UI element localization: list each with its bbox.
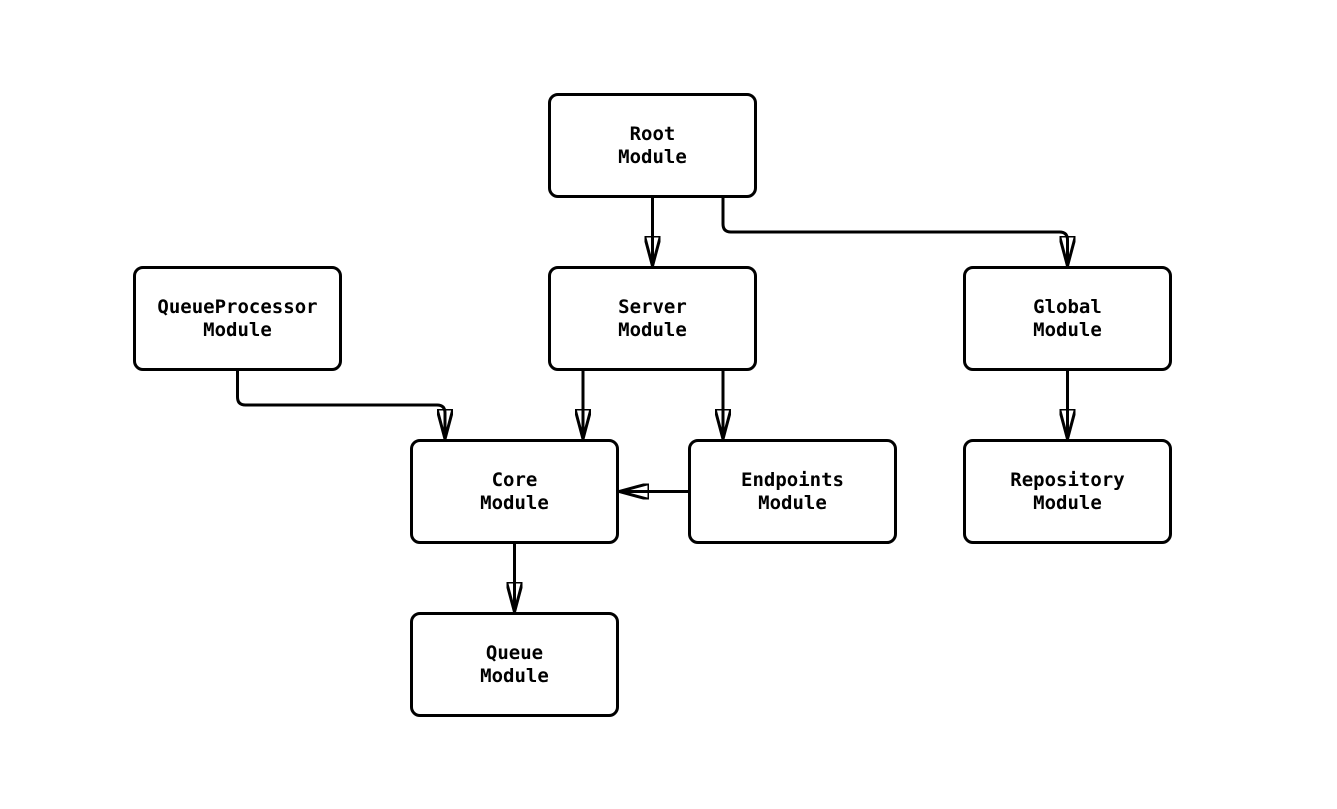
node-queue-module: Queue Module: [410, 612, 619, 717]
node-endpoints-module-label-line1: Endpoints: [741, 468, 844, 491]
node-queue-module-label-line1: Queue: [485, 641, 544, 664]
node-server-module: Server Module: [548, 266, 757, 371]
node-repository-module: Repository Module: [963, 439, 1172, 544]
node-server-module-label-line2: Module: [618, 318, 687, 341]
node-root-module: Root Module: [548, 93, 757, 198]
edge-queueprocessor-to-core: [236, 371, 446, 437]
node-repository-module-label-line1: Repository: [1010, 468, 1125, 491]
node-queue-module-label-line2: Module: [480, 664, 549, 687]
node-global-module-label-line2: Module: [1033, 318, 1102, 341]
node-global-module-label-line1: Global: [1033, 295, 1102, 318]
node-queueprocessor-module-label-line1: QueueProcessor: [157, 295, 318, 318]
node-global-module: Global Module: [963, 266, 1172, 371]
node-root-module-label-line1: Root: [629, 122, 676, 145]
edge-root-to-global: [721, 198, 1068, 264]
node-endpoints-module-label-line2: Module: [758, 491, 827, 514]
node-queueprocessor-module-label-line2: Module: [203, 318, 272, 341]
node-core-module: Core Module: [410, 439, 619, 544]
node-root-module-label-line2: Module: [618, 145, 687, 168]
node-queueprocessor-module: QueueProcessor Module: [133, 266, 342, 371]
node-core-module-label-line1: Core: [491, 468, 538, 491]
node-repository-module-label-line2: Module: [1033, 491, 1102, 514]
node-endpoints-module: Endpoints Module: [688, 439, 897, 544]
node-core-module-label-line2: Module: [480, 491, 549, 514]
node-server-module-label-line1: Server: [618, 295, 687, 318]
